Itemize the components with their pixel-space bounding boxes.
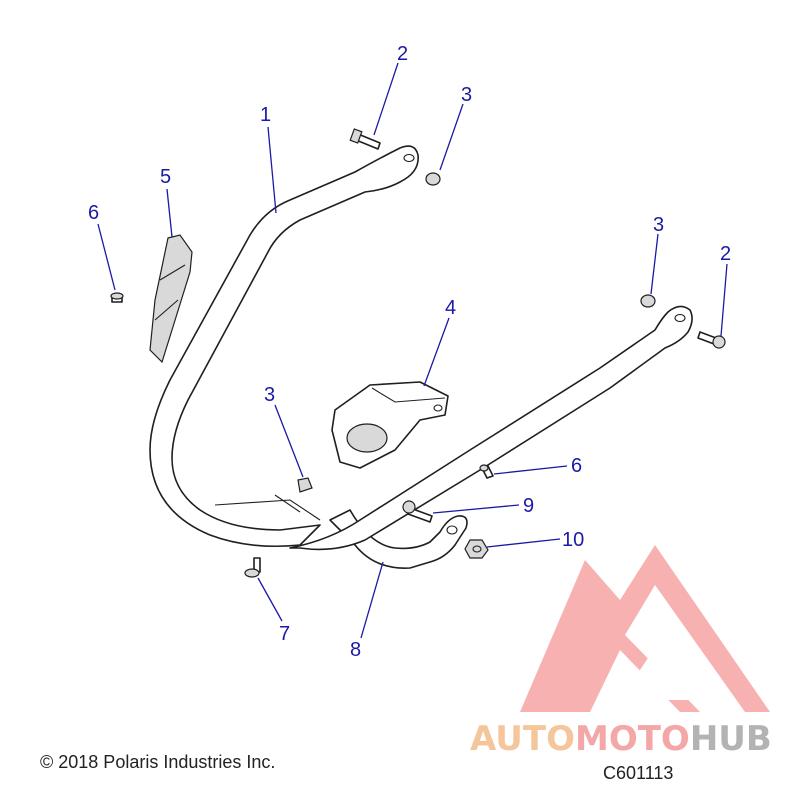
- watermark-logo: AUTOMOTOHUB: [470, 545, 772, 759]
- part-3-nut-center: [297, 477, 313, 493]
- part-1-bumper-tube: [149, 145, 693, 551]
- part-7-pin: [244, 557, 261, 578]
- part-6-pin-right: [479, 464, 494, 479]
- callout-3-right: 3: [653, 214, 664, 236]
- callout-2-top: 2: [397, 43, 408, 65]
- diagram-id: C601113: [603, 763, 674, 783]
- callout-8: 8: [350, 639, 361, 661]
- callout-6-left: 6: [88, 202, 99, 224]
- callout-10: 10: [562, 529, 584, 551]
- part-2-bolt-top: [349, 128, 381, 150]
- callout-1: 1: [260, 104, 271, 126]
- part-3-nut-right: [640, 294, 656, 308]
- part-8-lower-brace: [329, 509, 468, 569]
- callout-2-right: 2: [720, 243, 731, 265]
- part-3-nut-top: [425, 172, 441, 186]
- callout-5: 5: [160, 166, 171, 188]
- callout-7: 7: [279, 623, 290, 645]
- watermark-triangle-mark: [520, 545, 770, 712]
- leader-lines: [97, 62, 728, 639]
- part-4-bracket: [331, 381, 449, 469]
- watermark-word-moto: MOTO: [575, 719, 690, 759]
- watermark-word-hub: HUB: [690, 719, 772, 759]
- watermark-text: AUTOMOTOHUB: [470, 719, 772, 759]
- part-6-pin-left: [110, 292, 124, 303]
- callout-4: 4: [445, 297, 456, 319]
- copyright-notice: © 2018 Polaris Industries Inc.: [40, 752, 276, 772]
- callout-3-center: 3: [264, 384, 275, 406]
- part-10-nut: [464, 539, 489, 559]
- part-5-skid-panel: [149, 234, 193, 364]
- callout-9: 9: [523, 495, 534, 517]
- watermark-inner-triangle: [620, 655, 690, 700]
- watermark-word-auto: AUTO: [470, 719, 575, 759]
- callout-6-right: 6: [571, 455, 582, 477]
- part-9-bolt: [402, 500, 433, 523]
- callout-3-top: 3: [461, 84, 472, 106]
- part-2-bolt-right: [697, 331, 726, 349]
